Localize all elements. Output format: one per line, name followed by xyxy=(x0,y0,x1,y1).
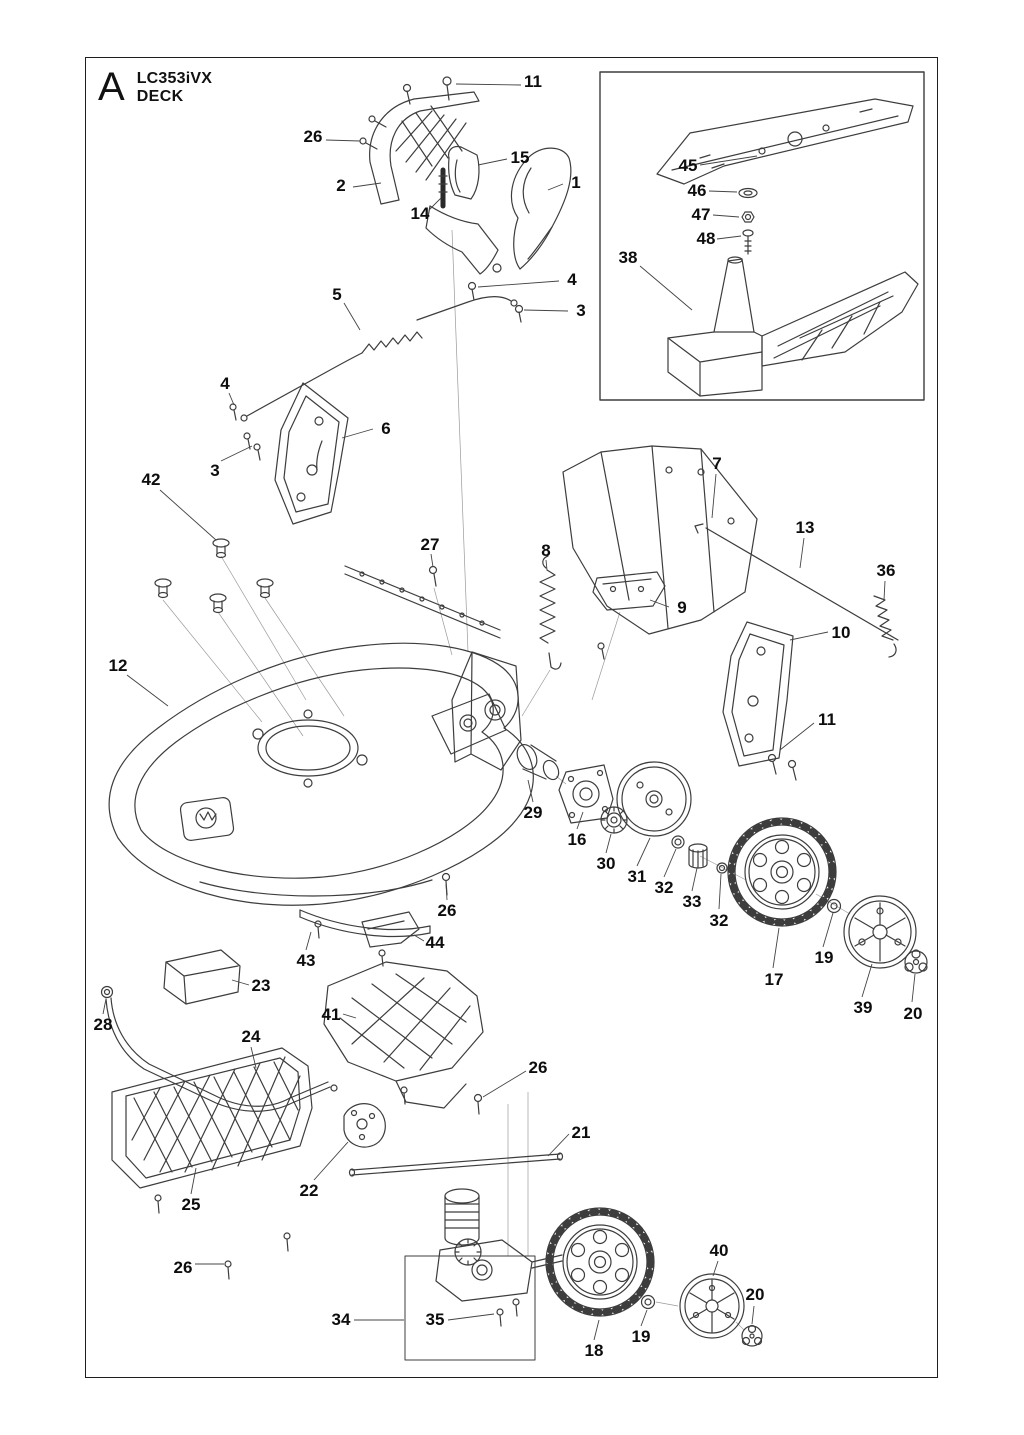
section-letter: A xyxy=(98,65,125,109)
diagram-title: DECK xyxy=(136,88,184,105)
model-name: LC353iVX xyxy=(136,70,213,87)
title-block: LC353iVX DECK xyxy=(137,68,212,106)
diagram-header: A LC353iVX DECK xyxy=(98,65,212,109)
